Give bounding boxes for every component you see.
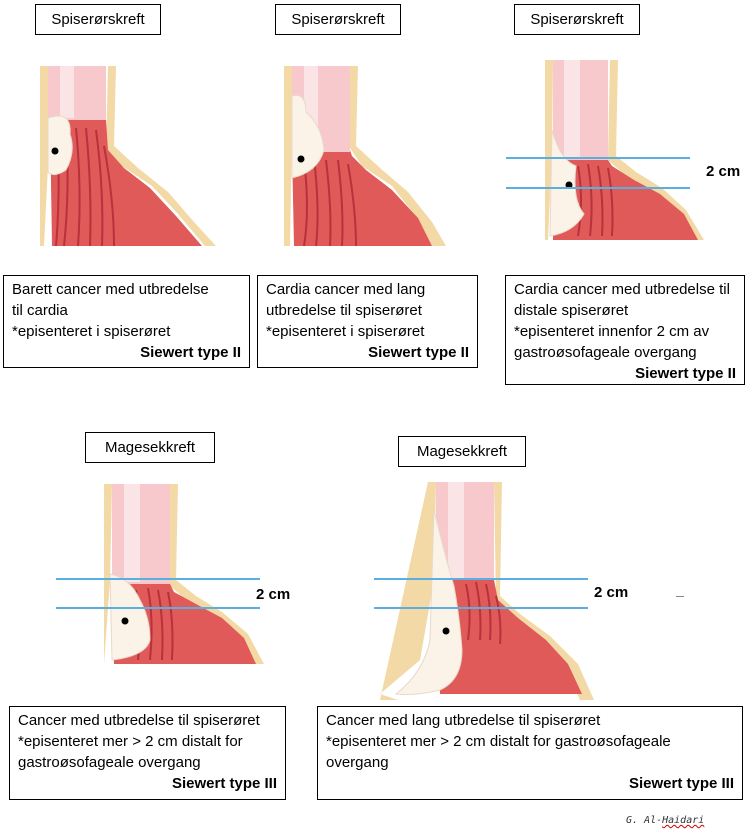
caption-panel-4: Cancer med utbredelse til spiserøret *ep…: [9, 706, 286, 800]
tumor: [47, 115, 73, 176]
signature-prefix: G. Al-: [626, 815, 663, 826]
epicenter-dot: [51, 147, 59, 155]
signature-surname: Haidari: [662, 815, 705, 826]
measure-label-panel-5: 2 cm: [594, 584, 629, 601]
caption-line: til cardia: [12, 302, 68, 319]
stray-dash: [676, 596, 684, 597]
epicenter-dot: [121, 617, 129, 625]
tag-panel-1: Spiserørskreft: [35, 4, 161, 35]
caption-line: overgang: [326, 754, 389, 771]
epicenter-dot: [565, 181, 573, 189]
caption-line: Cardia cancer med lang: [266, 281, 426, 298]
author-signature: G. Al-Haidari: [626, 815, 704, 826]
caption-line: *episenteret mer > 2 cm distalt for: [18, 733, 243, 750]
caption-line: *episenteret i spiserøret: [12, 323, 171, 340]
caption-line: *episenteret mer > 2 cm distalt for gast…: [326, 733, 671, 750]
caption-line: *episenteret innenfor 2 cm av: [514, 323, 710, 340]
tag-panel-4: Magesekkreft: [85, 432, 215, 463]
tag-panel-5: Magesekkreft: [398, 436, 526, 467]
caption-line: Cardia cancer med utbredelse til: [514, 281, 730, 298]
tag-panel-2: Spiserørskreft: [275, 4, 401, 35]
caption-line: gastroøsofageale overgang: [514, 344, 697, 361]
caption-line: Cancer med utbredelse til spiserøret: [18, 712, 260, 729]
caption-line: *episenteret i spiserøret: [266, 323, 425, 340]
stomach-wall: [40, 66, 216, 246]
caption-line: utbredelse til spiserøret: [266, 302, 422, 319]
siewert-type: Siewert type II: [368, 344, 469, 361]
caption-panel-2: Cardia cancer med lang utbredelse til sp…: [257, 275, 478, 368]
measure-label-panel-4: 2 cm: [256, 586, 291, 603]
stomach-wall: [545, 60, 704, 240]
caption-line: Barett cancer med utbredelse: [12, 281, 209, 298]
epicenter-dot: [442, 627, 450, 635]
tumor: [109, 573, 151, 661]
caption-panel-3: Cardia cancer med utbredelse til distale…: [505, 275, 745, 385]
siewert-type: Siewert type II: [635, 365, 736, 382]
caption-line: gastroøsofageale overgang: [18, 754, 201, 771]
siewert-type: Siewert type III: [171, 775, 277, 792]
caption-panel-1: Barett cancer med utbredelse til cardia …: [3, 275, 250, 368]
siewert-type: Siewert type II: [140, 344, 241, 361]
caption-panel-5: Cancer med lang utbredelse til spiserøre…: [317, 706, 743, 800]
siewert-type: Siewert type III: [628, 775, 734, 792]
epicenter-dot: [297, 155, 305, 163]
stomach-wall: [284, 66, 446, 246]
caption-line: Cancer med lang utbredelse til spiserøre…: [326, 712, 601, 729]
stomach-wall: [104, 484, 264, 664]
measure-label-panel-3: 2 cm: [706, 163, 741, 180]
caption-line: distale spiserøret: [514, 302, 629, 319]
tag-panel-3: Spiserørskreft: [514, 4, 640, 35]
